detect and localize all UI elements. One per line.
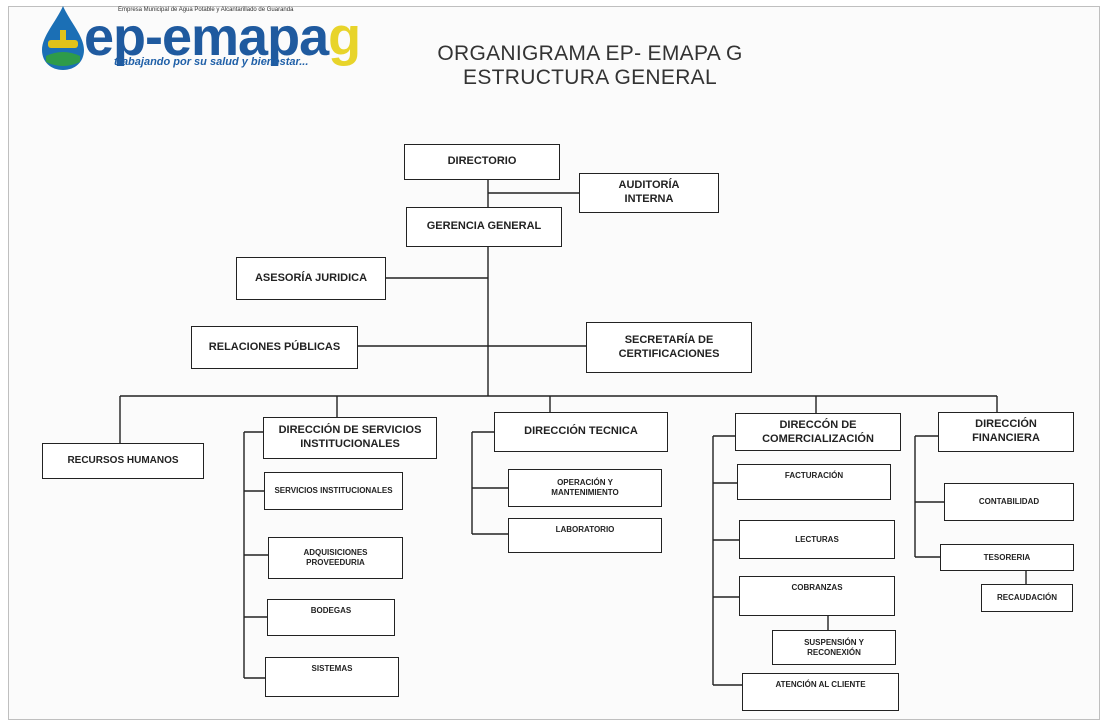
page-frame [8, 6, 1100, 720]
logo-slogan: trabajando por su salud y bienestar... [114, 56, 309, 68]
node-relaciones-publicas: RELACIONES PÚBLICAS [191, 326, 358, 369]
water-drop-icon [42, 6, 84, 70]
node-contabilidad: CONTABILIDAD [944, 483, 1074, 521]
node-cobranzas: COBRANZAS [739, 576, 895, 616]
node-asesoria-juridica: ASESORÍA JURIDICA [236, 257, 386, 300]
node-direccion-tecnica: DIRECCIÓN TECNICA [494, 412, 668, 452]
chart-title: ORGANIGRAMA EP- EMAPA G ESTRUCTURA GENER… [380, 42, 800, 90]
node-facturacion: FACTURACIÓN [737, 464, 891, 500]
logo-brand: ep-emapag [84, 6, 361, 68]
node-tesoreria: TESORERIA [940, 544, 1074, 571]
node-direccion-financiera: DIRECCIÓN FINANCIERA [938, 412, 1074, 452]
node-adquisiciones-proveeduria: ADQUISICIONES PROVEEDURIA [268, 537, 403, 579]
node-gerencia-general: GERENCIA GENERAL [406, 207, 562, 247]
node-auditoria-interna: AUDITORÍA INTERNA [579, 173, 719, 213]
node-lecturas: LECTURAS [739, 520, 895, 559]
node-direccion-servicios: DIRECCIÓN DE SERVICIOS INSTITUCIONALES [263, 417, 437, 459]
title-line-2: ESTRUCTURA GENERAL [463, 66, 717, 89]
logo: Empresa Municipal de Agua Potable y Alca… [38, 4, 368, 76]
node-laboratorio: LABORATORIO [508, 518, 662, 553]
node-sistemas: SISTEMAS [265, 657, 399, 697]
node-directorio: DIRECTORIO [404, 144, 560, 180]
logo-brand-text: ep-emapa [84, 7, 329, 67]
node-atencion-cliente: ATENCIÓN AL CLIENTE [742, 673, 899, 711]
node-bodegas: BODEGAS [267, 599, 395, 636]
node-recaudacion: RECAUDACIÓN [981, 584, 1073, 612]
title-line-1: ORGANIGRAMA EP- EMAPA G [437, 42, 743, 65]
node-recursos-humanos: RECURSOS HUMANOS [42, 443, 204, 479]
node-direccion-comercializacion: DIRECCÓN DE COMERCIALIZACIÓN [735, 413, 901, 451]
logo-tagline-top: Empresa Municipal de Agua Potable y Alca… [118, 7, 294, 13]
node-suspension-reconexion: SUSPENSIÓN Y RECONEXIÓN [772, 630, 896, 665]
logo-brand-g: g [328, 7, 361, 67]
node-operacion-mantenimiento: OPERACIÓN Y MANTENIMIENTO [508, 469, 662, 507]
node-servicios-institucionales: SERVICIOS INSTITUCIONALES [264, 472, 403, 510]
node-secretaria-certificaciones: SECRETARÍA DE CERTIFICACIONES [586, 322, 752, 373]
